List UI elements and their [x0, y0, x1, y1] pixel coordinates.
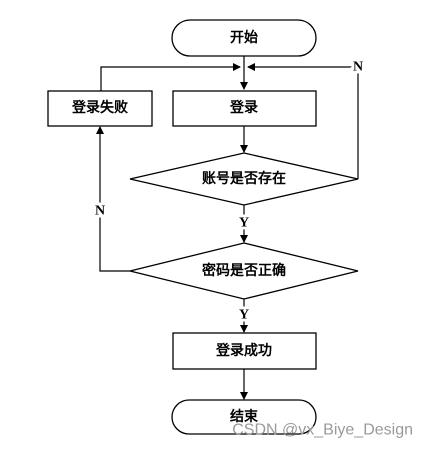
password-no-label: N — [95, 204, 105, 219]
end-node: 结束 — [171, 399, 317, 435]
login-success-label: 登录成功 — [215, 342, 272, 359]
edge-account-no — [247, 63, 359, 179]
login-failed-label: 登录失败 — [71, 99, 129, 116]
account-no-label: N — [353, 60, 363, 75]
account-exists-label: 账号是否存在 — [202, 170, 286, 187]
password-correct-label: 密码是否正确 — [201, 262, 286, 279]
password-yes-label: Y — [239, 308, 249, 323]
watermark: CSDN @vx_Biye_Design — [232, 422, 413, 439]
start-node: 开始 — [171, 19, 317, 57]
password-correct-node: 密码是否正确 — [129, 242, 359, 300]
login-failed-node: 登录失败 — [47, 90, 153, 127]
edge-password-no — [96, 126, 130, 272]
login-label: 登录 — [229, 99, 258, 116]
login-node: 登录 — [172, 90, 317, 127]
start-label: 开始 — [230, 29, 258, 46]
end-label: 结束 — [230, 408, 259, 425]
edge-failed-to-login — [100, 63, 241, 91]
account-exists-node: 账号是否存在 — [129, 152, 359, 206]
account-yes-label: Y — [239, 216, 249, 231]
login-success-node: 登录成功 — [172, 332, 317, 370]
